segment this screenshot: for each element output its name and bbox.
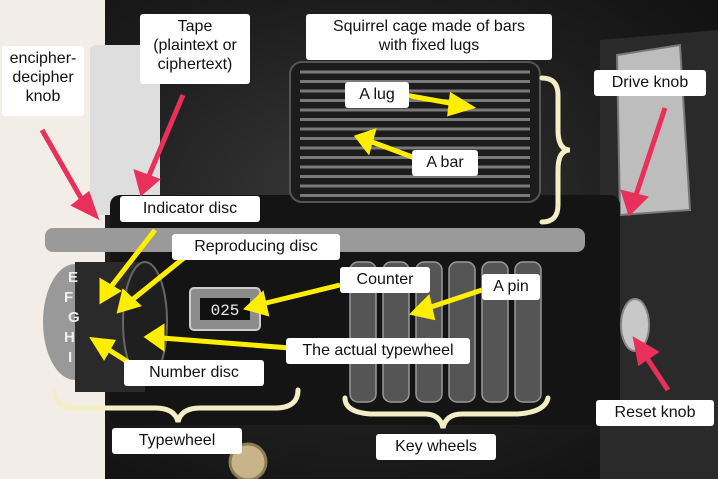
indicator-disc-label: Indicator disc <box>120 196 260 222</box>
key-wheels-label: Key wheels <box>376 434 496 460</box>
actual-typewheel-label: The actual typewheel <box>286 338 470 364</box>
number-disc-label: Number disc <box>124 360 264 386</box>
squirrel-cage-drum <box>289 61 541 203</box>
lug-label: A lug <box>345 82 409 108</box>
counter-readout: 025 <box>211 302 240 320</box>
typewheel-label: Typewheel <box>112 428 242 454</box>
reset-knob-label: Reset knob <box>596 400 714 426</box>
pin-label: A pin <box>482 274 540 300</box>
typewheel-assembly <box>43 261 168 392</box>
counter-label: Counter <box>340 267 430 293</box>
reproducing-disc-label: Reproducing disc <box>172 234 340 260</box>
squirrel-cage-label: Squirrel cage made of bars with fixed lu… <box>306 14 552 60</box>
drive-knob-label: Drive knob <box>594 70 706 96</box>
tape-label: Tape (plaintext or ciphertext) <box>140 14 250 84</box>
encipher-decipher-knob-label: encipher- decipher knob <box>2 46 84 116</box>
bar-label: A bar <box>412 150 478 176</box>
